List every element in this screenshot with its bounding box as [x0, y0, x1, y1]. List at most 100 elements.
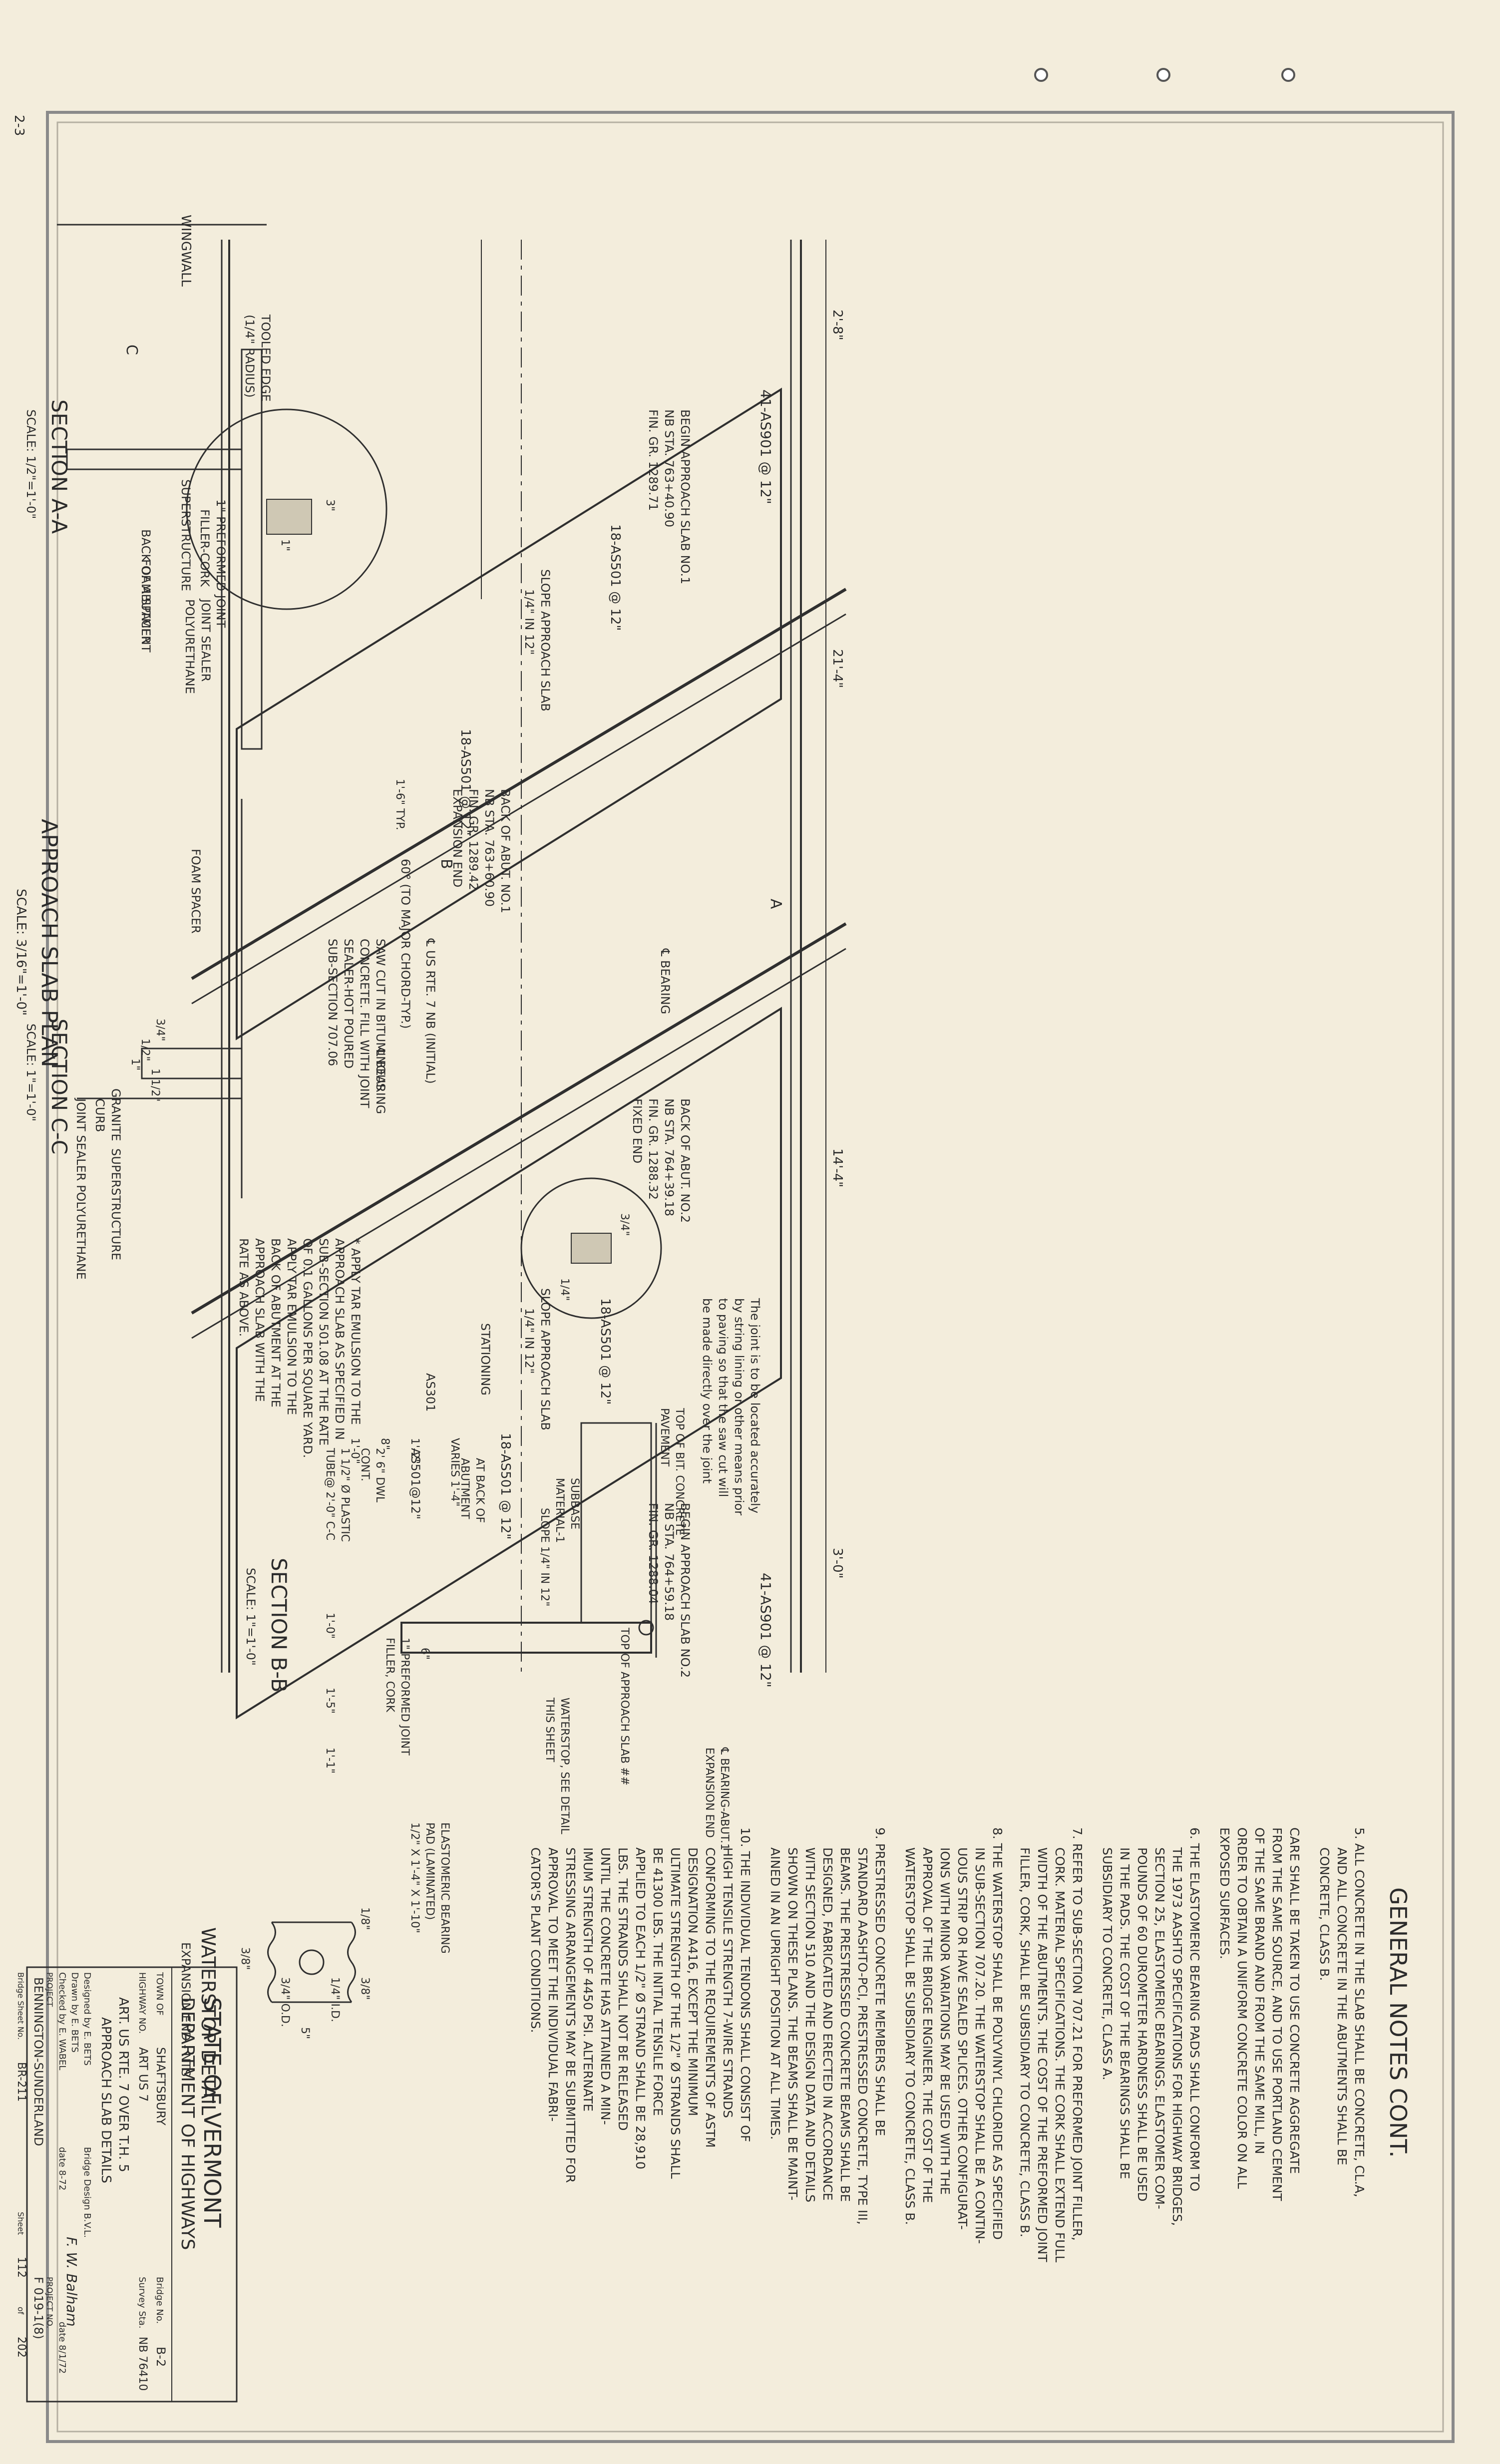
note-5-line-3: CONCRETE, CLASS B. — [1317, 1847, 1332, 1981]
title-block-frame — [26, 1966, 238, 2403]
note-7-line-2: CORK. MATERIAL SPECIFICATIONS. THE CORK … — [1053, 1847, 1067, 2262]
begin-slab1-line3: FIN. GR. 1289.71 — [646, 409, 660, 511]
slope1-line1: SLOPE APPROACH SLAB — [538, 569, 552, 711]
back-abut2-line1: BACK OF ABUT. NO.2 — [678, 1098, 692, 1223]
slope2-line1: SLOPE APPROACH SLAB — [538, 1288, 552, 1430]
bb-d6: 6" — [418, 1648, 431, 1660]
sawcut-line3: SEALER-HOT POURED — [342, 939, 356, 1068]
back-abut1-line2: NB STA. 763+60.90 — [482, 789, 496, 907]
note-6-line-6: SUBSIDIARY TO CONCRETE, CLASS A. — [1100, 1847, 1115, 2081]
aa-joint-sealer-line2: POLYURETHANE — [183, 599, 197, 694]
bb-elast-1: ELASTOMERIC BEARING — [438, 1822, 451, 1954]
bb-top-pave-2: PAVEMENT — [658, 1408, 671, 1467]
punch-hole-1 — [1034, 68, 1048, 82]
note-10-line-13: CATOR'S PLANT CONDITIONS. — [528, 1847, 543, 2033]
cc-scale: SCALE: 1"=1'-0" — [24, 1024, 38, 1121]
bb-title: SECTION B-B — [267, 1558, 291, 1693]
tb-sheet-lbl: Sheet — [16, 2212, 25, 2235]
tb-project-lbl: PROJECT — [45, 1972, 54, 2007]
cc-foam-label: FOAM SPACER — [189, 849, 203, 934]
ws-d6: 3/4" O.D. — [279, 1977, 291, 2027]
bb-elast-3: 1/2" X 1'-4" X 1'-10" — [408, 1822, 421, 1933]
aa-superstructure — [66, 448, 243, 470]
note-care-line-4: ORDER TO OBTAIN A UNIFORM CONCRETE COLOR… — [1235, 1827, 1249, 2189]
joint-detail-filler — [571, 1233, 612, 1264]
aa-wingwall-label: WINGWALL — [178, 215, 193, 287]
joint-note-line4: be made directly over the joint — [700, 1298, 714, 1483]
bb-subbase-1: SUBBASE — [568, 1478, 581, 1529]
punch-hole-2 — [1156, 68, 1170, 82]
bars-bottom-label: 41-AS901 @ 12" — [757, 1573, 774, 1688]
waterstop-bulb — [299, 1949, 325, 1975]
ws-title: WATERSTOP DETAIL — [197, 1927, 219, 2115]
approach-slab-plan: 2'-8" 21'-4" 14'-4" 3'-0" 41-AS901 @ 12"… — [13, 240, 847, 1720]
cc-superstructure-label: SUPERSTRUCTURE — [109, 1148, 123, 1260]
approach-slab-1-outline — [236, 387, 782, 1041]
note-8-line-3: UOUS STRIP OR HAVE SEALED SPLICES. OTHER… — [955, 1847, 970, 2230]
note-9-line-7: AINED IN AN UPRIGHT POSITION AT ALL TIME… — [768, 1847, 782, 2140]
bearing-label-2: ℄ BEARING — [374, 1048, 387, 1114]
cc-granite-line2: CURB — [93, 1098, 107, 1132]
tb-survey: NB 76410 — [136, 2337, 149, 2391]
note-8-line-1: 8. THE WATERSTOP SHALL BE POLYVINYL CHLO… — [990, 1827, 1005, 2240]
note-6-line-2: THE 1973 AASHTO SPECIFICATIONS FOR HIGHW… — [1170, 1847, 1184, 2226]
aa-back-abut-label: BACK OF ABUTMENT — [139, 529, 153, 653]
bb-bearing-1: ℄ BEARING-ABUT.1 — [718, 1747, 731, 1850]
cc-title: SECTION C-C — [47, 1019, 71, 1154]
aa-detail-circle — [186, 408, 387, 610]
typ-label: 1'-6" TYP. — [393, 779, 406, 830]
bb-waterstop-marker — [638, 1620, 654, 1636]
note-8-line-4: IONS WITH MINOR VARIATIONS MAY BE USED W… — [938, 1847, 952, 2195]
aa-d3: 3" — [324, 499, 336, 511]
tb-checked: Checked by E. WABEL — [57, 1972, 67, 2070]
aa-filler-line1: 1" PREFORMED JOINT — [214, 499, 228, 628]
aa-superstructure-label: SUPERSTRUCTURE — [179, 479, 193, 591]
bb-at-back-2: ABUTMENT — [458, 1458, 471, 1519]
note-9-line-1: 9. PRESTRESSED CONCRETE MEMBERS SHALL BE — [873, 1827, 887, 2136]
tb-drawn: Drawn by E. BETS — [69, 1972, 80, 2053]
note-6-line-5: IN THE PADS. THE COST OF THE BEARINGS SH… — [1118, 1847, 1132, 2179]
tb-project-no: F 019-1(8) — [31, 2277, 45, 2339]
tb-bridge-no-lbl: Bridge No. — [154, 2277, 165, 2324]
tar-line1: * APPLY TAR EMULSION TO THE — [349, 1238, 363, 1425]
bb-waterstop-1: WATERSTOP, SEE DETAIL — [558, 1698, 571, 1834]
tb-engr: F. W. Balham — [63, 2237, 80, 2327]
bb-filler-1: 1" PREFORMED JOINT — [398, 1638, 411, 1756]
tb-hwy-lbl: HIGHWAY NO. — [137, 1972, 147, 2034]
tb-project: BENNINGTON-SUNDERLAND — [31, 1977, 45, 2146]
note-8-line-6: WATERSTOP SHALL BE SUBSIDIARY TO CONCRET… — [903, 1847, 917, 2225]
cc-curb — [141, 1048, 243, 1079]
tar-line4: OF 0.1 GALLONS PER SQUARE YARD. — [301, 1238, 315, 1458]
joint-note-line3: to paving so that the saw cut will — [716, 1298, 730, 1497]
bars-top-label: 41-AS901 @ 12" — [757, 389, 774, 504]
joint-detail-dim-a: 3/4" — [618, 1213, 631, 1236]
plan-dim-3: 14'-4" — [830, 1148, 845, 1187]
aa-tooled-line2: (1/4" RADIUS) — [243, 315, 257, 398]
aa-joint-sealer-line1: JOINT SEALER — [199, 598, 213, 682]
note-5-line-1: 5. ALL CONCRETE IN THE SLAB SHALL BE CON… — [1352, 1827, 1367, 2197]
plan-title: APPROACH SLAB PLAN — [36, 819, 62, 1067]
ws-d5: 1/4" I.D. — [329, 1977, 341, 2022]
bars-a-label: 18-AS501 @ 12" — [608, 524, 623, 631]
plan-dim-4: 3'-0" — [830, 1548, 845, 1579]
title-block: STATE OF VERMONT DEPARTMENT OF HIGHWAYS … — [15, 1966, 238, 2403]
note-10-line-3: CONFORMING TO THE REQUIREMENTS OF ASTM — [703, 1847, 718, 2148]
tb-bridge-engr: Bridge Design B.V.L. — [82, 2147, 92, 2238]
bb-tube-1: 1 1/2" Ø PLASTIC — [339, 1448, 351, 1542]
sawcut-note: SAW CUT IN BITUMINOUS CONCRETE. FILL WIT… — [326, 939, 387, 1108]
aa-title: SECTION A-A — [47, 399, 71, 534]
joint-detail-dim-b: 1/4" — [558, 1278, 571, 1301]
joint-note-line1: The joint is to be located accurately — [748, 1298, 762, 1513]
back-abut2-line2: NB STA. 764+39.18 — [662, 1098, 676, 1216]
joint-detail: 3/4" 1/4" — [520, 1177, 662, 1319]
tb-town-lbl: TOWN OF — [154, 1972, 165, 2016]
outer-border — [46, 111, 1455, 2443]
joint-note: The joint is to be located accurately by… — [700, 1298, 762, 1515]
note-care-line-5: EXPOSED SURFACES. — [1217, 1827, 1232, 1959]
tb-of-lbl: of — [16, 2307, 25, 2315]
general-notes-title: GENERAL NOTES CONT. — [1385, 1887, 1412, 2158]
angle-label: 60° (TO MAJOR CHORD-TYP.) — [398, 859, 412, 1029]
back-abut1-line4: EXPANSION END — [450, 789, 464, 887]
